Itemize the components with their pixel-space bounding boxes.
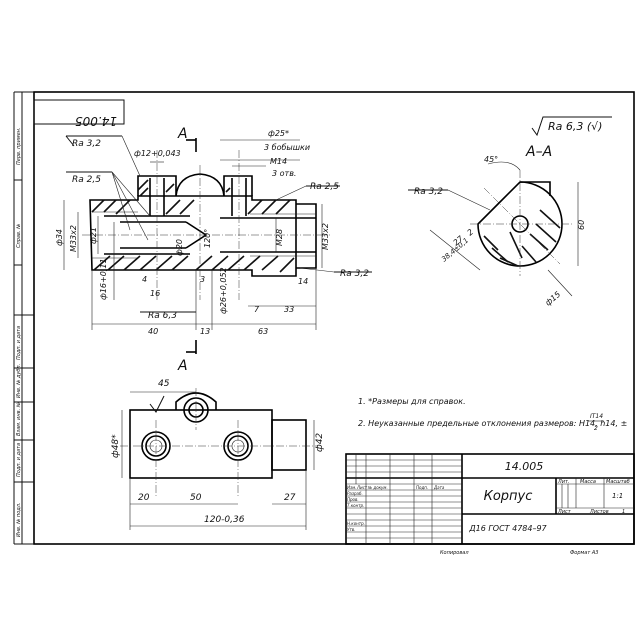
tb-podp: Подп. — [416, 485, 428, 490]
general-roughness: Ra 6,3 (√) — [531, 116, 612, 137]
dim-m14-holes: 3 отв. — [272, 169, 296, 178]
general-roughness-text: Ra 6,3 (√) — [548, 120, 602, 133]
dim-d25: ф25* — [268, 129, 289, 138]
dim-4: 4 — [142, 275, 147, 284]
dim-d12: ф12+0,043 — [134, 149, 181, 158]
dim-d21: ф21 — [89, 227, 98, 244]
roughness-label-3: Ra 2,5 — [310, 182, 339, 192]
dim-m14: M14 — [270, 157, 287, 166]
tb-col-mass: Масса — [580, 479, 596, 485]
tb-sheets-count: 1 — [622, 509, 625, 515]
title-block: Изм. Лист № докум. Подп. Дата Разраб. Пр… — [345, 453, 635, 556]
rotated-designation-box: 14.005 — [33, 99, 125, 128]
side-label-4: Инв. № дубл. — [16, 364, 22, 398]
dim-d26: ф26+0,052 — [219, 267, 228, 314]
tb-izm: Изм. — [347, 485, 356, 490]
note-2-it: IT14 — [590, 413, 603, 420]
tb-razrab: Разраб. — [347, 491, 363, 496]
dim-60: 60 — [577, 220, 586, 230]
tb-col-scale: Масштаб — [606, 479, 630, 485]
front-view: A A Ra 3,2 Ra 2,5 Ra 2,5 Ra 3,2 Ra 6,3 ф… — [55, 126, 372, 374]
dim-33: 33 — [284, 305, 294, 314]
side-label-2: Справ. № — [16, 224, 22, 248]
cut-label-bottom: A — [177, 358, 188, 374]
roughness-label-2: Ra 2,5 — [72, 175, 101, 185]
top-view: 45 ф48* ф42 20 50 27 120-0,36 — [111, 379, 325, 530]
note-2: 2. Неуказанные предельные отклонения раз… — [358, 419, 627, 428]
dim-7: 7 — [254, 305, 260, 314]
tb-sheets: Листов — [589, 509, 609, 515]
dim-120: 120-0,36 — [204, 515, 245, 525]
tb-copied: Копировал — [440, 550, 469, 556]
tb-col-lit: Лит. — [557, 479, 570, 485]
notes: 1. *Размеры для справок. 2. Неуказанные … — [358, 397, 627, 432]
dim-d48: ф48* — [111, 434, 121, 458]
tb-name: Корпус — [484, 489, 533, 504]
dim-63: 63 — [258, 327, 268, 336]
front-dimensions: ф12+0,043 ф25* 3 бобышки M14 3 отв. ф34 … — [55, 129, 330, 336]
dim-3: 3 — [200, 275, 205, 284]
tb-list: Лист — [356, 485, 368, 490]
dim-14: 14 — [298, 277, 308, 286]
tb-designation: 14.005 — [505, 460, 544, 473]
tb-scale: 1:1 — [612, 492, 623, 500]
tb-material: Д16 ГОСТ 4784–97 — [468, 524, 547, 533]
dim-d42: ф42 — [315, 433, 325, 452]
roughness-callouts-front: Ra 3,2 Ra 2,5 Ra 2,5 Ra 3,2 Ra 6,3 — [65, 135, 372, 321]
tb-doc: № докум. — [367, 485, 388, 490]
tb-nkontr: Н.контр. — [347, 521, 365, 526]
roughness-label-6: Ra 3,2 — [414, 187, 443, 197]
dim-d34: ф34 — [55, 229, 64, 246]
dim-angle45: 45° — [484, 155, 498, 164]
side-label-7: Инв. № подл. — [16, 503, 22, 538]
dim-angle120: 120° — [203, 229, 212, 248]
section-hatching — [483, 209, 561, 267]
side-label-5: Взам. инв. № — [16, 402, 22, 436]
tb-tkontr: Т.контр. — [347, 503, 364, 508]
dim-13: 13 — [200, 327, 210, 336]
tb-format: Формат А3 — [570, 550, 598, 556]
tb-utv: Утв. — [347, 527, 355, 532]
roughness-label-5: Ra 6,3 — [148, 311, 177, 321]
note-1: 1. *Размеры для справок. — [358, 397, 466, 406]
tb-date: Дата — [433, 485, 445, 490]
dim-bosses: 3 бобышки — [264, 143, 310, 152]
roughness-label-1: Ra 3,2 — [72, 139, 101, 149]
dim-d20: ф20 — [175, 239, 184, 256]
dim-m33-left: M33x2 — [69, 225, 78, 252]
dim-d16: ф16+0,11 — [99, 258, 108, 300]
dim-40: 40 — [148, 327, 158, 336]
tb-sheet: Лист — [557, 509, 572, 515]
dim-27b: 27 — [284, 493, 296, 503]
dim-2: 2 — [466, 227, 476, 237]
dim-50: 50 — [190, 493, 202, 503]
cut-label-top: A — [177, 126, 188, 142]
rotated-designation: 14.005 — [75, 114, 117, 128]
dim-20: 20 — [138, 493, 150, 503]
front-hatching — [91, 179, 295, 273]
tb-prov: Пров. — [347, 497, 359, 502]
left-margin-strip: Перв. примен. Справ. № Подп. и дата Инв.… — [13, 91, 34, 545]
section-aa-title: A–A — [525, 144, 552, 160]
side-label-1: Перв. примен. — [16, 127, 22, 165]
dim-m33-right: M33x2 — [321, 223, 330, 250]
top-dimensions: 45 ф48* ф42 20 50 27 120-0,36 — [111, 379, 325, 530]
dim-16: 16 — [150, 289, 160, 298]
roughness-label-4: Ra 3,2 — [340, 269, 369, 279]
side-label-6: Подп. и дата — [16, 443, 22, 477]
dim-m28: M28 — [275, 229, 284, 246]
sheet-frame — [33, 91, 635, 545]
side-label-3: Подп. и дата — [16, 326, 22, 360]
dim-45: 45 — [158, 379, 170, 389]
note-2-div: 2 — [594, 425, 598, 432]
